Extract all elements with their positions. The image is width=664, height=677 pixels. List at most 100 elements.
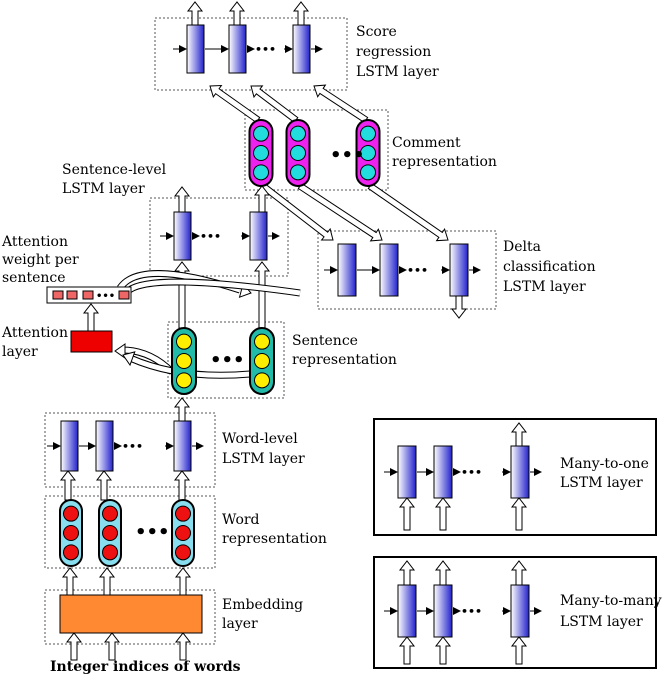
legend-many-to-one-cell [433,445,453,499]
score-regression-box [154,17,348,91]
sentence-pill-unit [254,333,270,350]
comment-representation-label: Comment representation [392,135,497,170]
delta-classification-cell [379,243,399,297]
score-regression-cell [186,24,205,74]
word-to-lstm-arrow [95,470,113,501]
delta-classification-box [317,230,497,310]
word-lstm-output-arrow [173,397,191,422]
word-lstm-cell [60,420,79,472]
attention-weight-curve-fill [126,279,301,296]
word-pill-unit [175,525,191,541]
input-to-embedding-arrow [174,632,192,661]
input-to-embedding-arrow [103,632,121,661]
sentence-to-lstm-arrow [253,261,271,329]
sentence-lstm-box [149,197,289,277]
comment-pill-unit [290,145,306,161]
score-regression-ellipsis: ••• [255,43,276,56]
sentence-pill-unit [254,353,270,369]
legend-many-to-many-cell [510,584,530,638]
sentence-pill-unit [176,372,192,389]
legend-many-to-many-cell [397,584,417,638]
word-pill-unit [102,525,118,541]
embedding-to-word-arrow [98,567,116,596]
word-pill-unit [63,525,79,541]
sentence-pill-unit [254,372,270,389]
legend-many-to-many-cell [433,584,453,638]
legend-input-arrow [434,497,452,531]
comment-to-delta-arrow [260,182,334,241]
word-pill-unit [175,544,191,561]
comment-to-score-arrow [313,84,369,124]
legend-output-arrow [510,560,528,586]
attention-layer-label: Attention layer [1,325,72,360]
sentence-lstm-cell [249,211,268,261]
many-to-many-label: Many-to-many LSTM layer [560,593,664,630]
embedding-to-word-arrow [61,567,79,596]
embedding-layer-label: Embedding layer [222,597,308,632]
comment-pill-unit [360,145,376,161]
delta-classification-label: Delta classification LSTM layer [503,239,600,295]
legend-input-arrow [434,636,452,665]
embedding-layer-box [59,594,203,634]
comment-pill-unit [360,125,376,142]
attention-weight-label: Attention weight per sentence [1,234,83,286]
score-regression-cell [292,24,311,74]
comment-pill-unit [253,125,269,142]
word-to-lstm-arrow [59,470,77,501]
legend-output-arrow [398,560,416,586]
comment-to-score-arrow [250,85,299,124]
attention-to-weights-arrow [82,303,100,332]
comment-pill-unit [253,145,269,161]
delta-classification-ellipsis: ••• [407,264,428,277]
word-lstm-ellipsis: ••• [122,440,143,453]
comment-ellipsis: ••• [330,145,365,166]
legend-many-to-one-frame [373,418,657,536]
word-lstm-label: Word-level LSTM layer [222,431,305,467]
input-label: Integer indices of words [50,659,241,675]
score-output-arrow [292,1,310,26]
embedding-to-word-arrow [174,567,192,596]
attention-input-head [122,351,136,367]
attention-weight-vector: ••• [46,286,132,304]
word-representation-label: Word representation [222,512,327,547]
legend-many-to-many-frame [373,556,657,669]
comment-to-score-arrow [209,84,261,124]
legend-input-arrow [510,497,528,531]
word-lstm-cell [173,420,192,472]
legend-many-to-many-ellipsis: ••• [461,605,482,618]
delta-classification-cell [337,243,357,297]
comment-pill-unit [360,164,376,181]
attention-layer-box [70,330,113,353]
sentence-to-lstm-arrow [173,261,191,329]
word-pill-unit [63,505,79,522]
word-lstm-box [44,412,216,488]
sentence-lstm-ellipsis: ••• [200,230,221,243]
word-pill-unit [102,544,118,561]
legend-input-arrow [398,497,416,531]
comment-repr-box [244,109,389,191]
sentence-pill-unit [176,333,192,350]
word-pill-unit [102,505,118,522]
score-regression-cell [228,24,247,74]
attention-input-head [114,343,126,359]
comment-to-delta-arrow [367,182,449,242]
comment-to-delta-arrow [297,182,383,242]
word-lstm-cell [95,420,114,472]
sentence-repr-box [167,321,285,399]
legend-output-arrow [510,422,528,447]
sentence-representation-label: Sentence representation [292,333,397,368]
embedding-box-frame [44,589,216,645]
word-pill-unit [63,544,79,561]
legend-output-arrow [434,560,452,586]
sentence-lstm-output-arrow [253,185,271,213]
legend-many-to-one-ellipsis: ••• [461,466,482,479]
word-ellipsis: ••• [135,522,170,543]
score-output-arrow [186,1,204,26]
sentence-pill-unit [176,353,192,369]
score-regression-label: Score regression LSTM layer [356,24,439,80]
sentence-ellipsis: ••• [210,350,245,371]
input-to-embedding-arrow [65,632,83,661]
legend-many-to-one-cell [397,445,417,499]
sentence-lstm-label: Sentence-level LSTM layer [62,162,171,197]
